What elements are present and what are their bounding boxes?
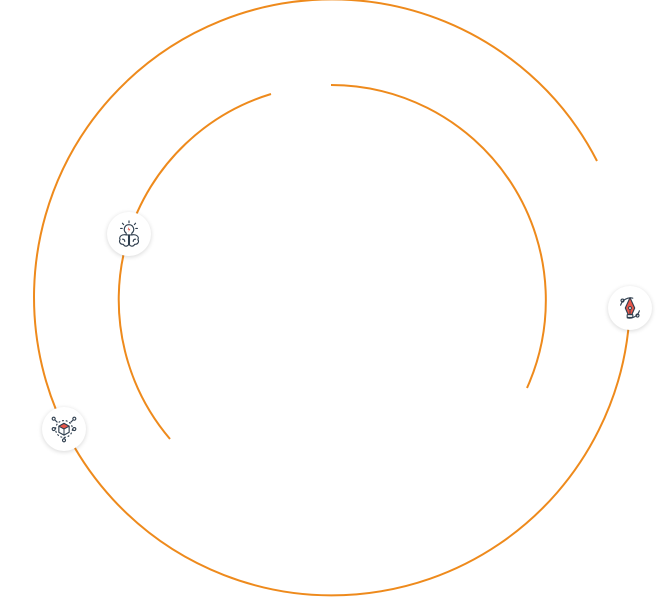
brain-node[interactable] bbox=[107, 212, 151, 256]
cube-node[interactable] bbox=[42, 407, 86, 451]
outer-orbit-arc bbox=[33, 0, 631, 597]
pen-nib-target-icon bbox=[620, 297, 640, 319]
inner-orbit-arc-left bbox=[117, 93, 272, 440]
cube-network-icon bbox=[51, 416, 77, 443]
brain-lightbulb-icon bbox=[118, 220, 140, 247]
pen-node[interactable] bbox=[608, 286, 652, 330]
inner-orbit-arc-right bbox=[330, 84, 547, 389]
